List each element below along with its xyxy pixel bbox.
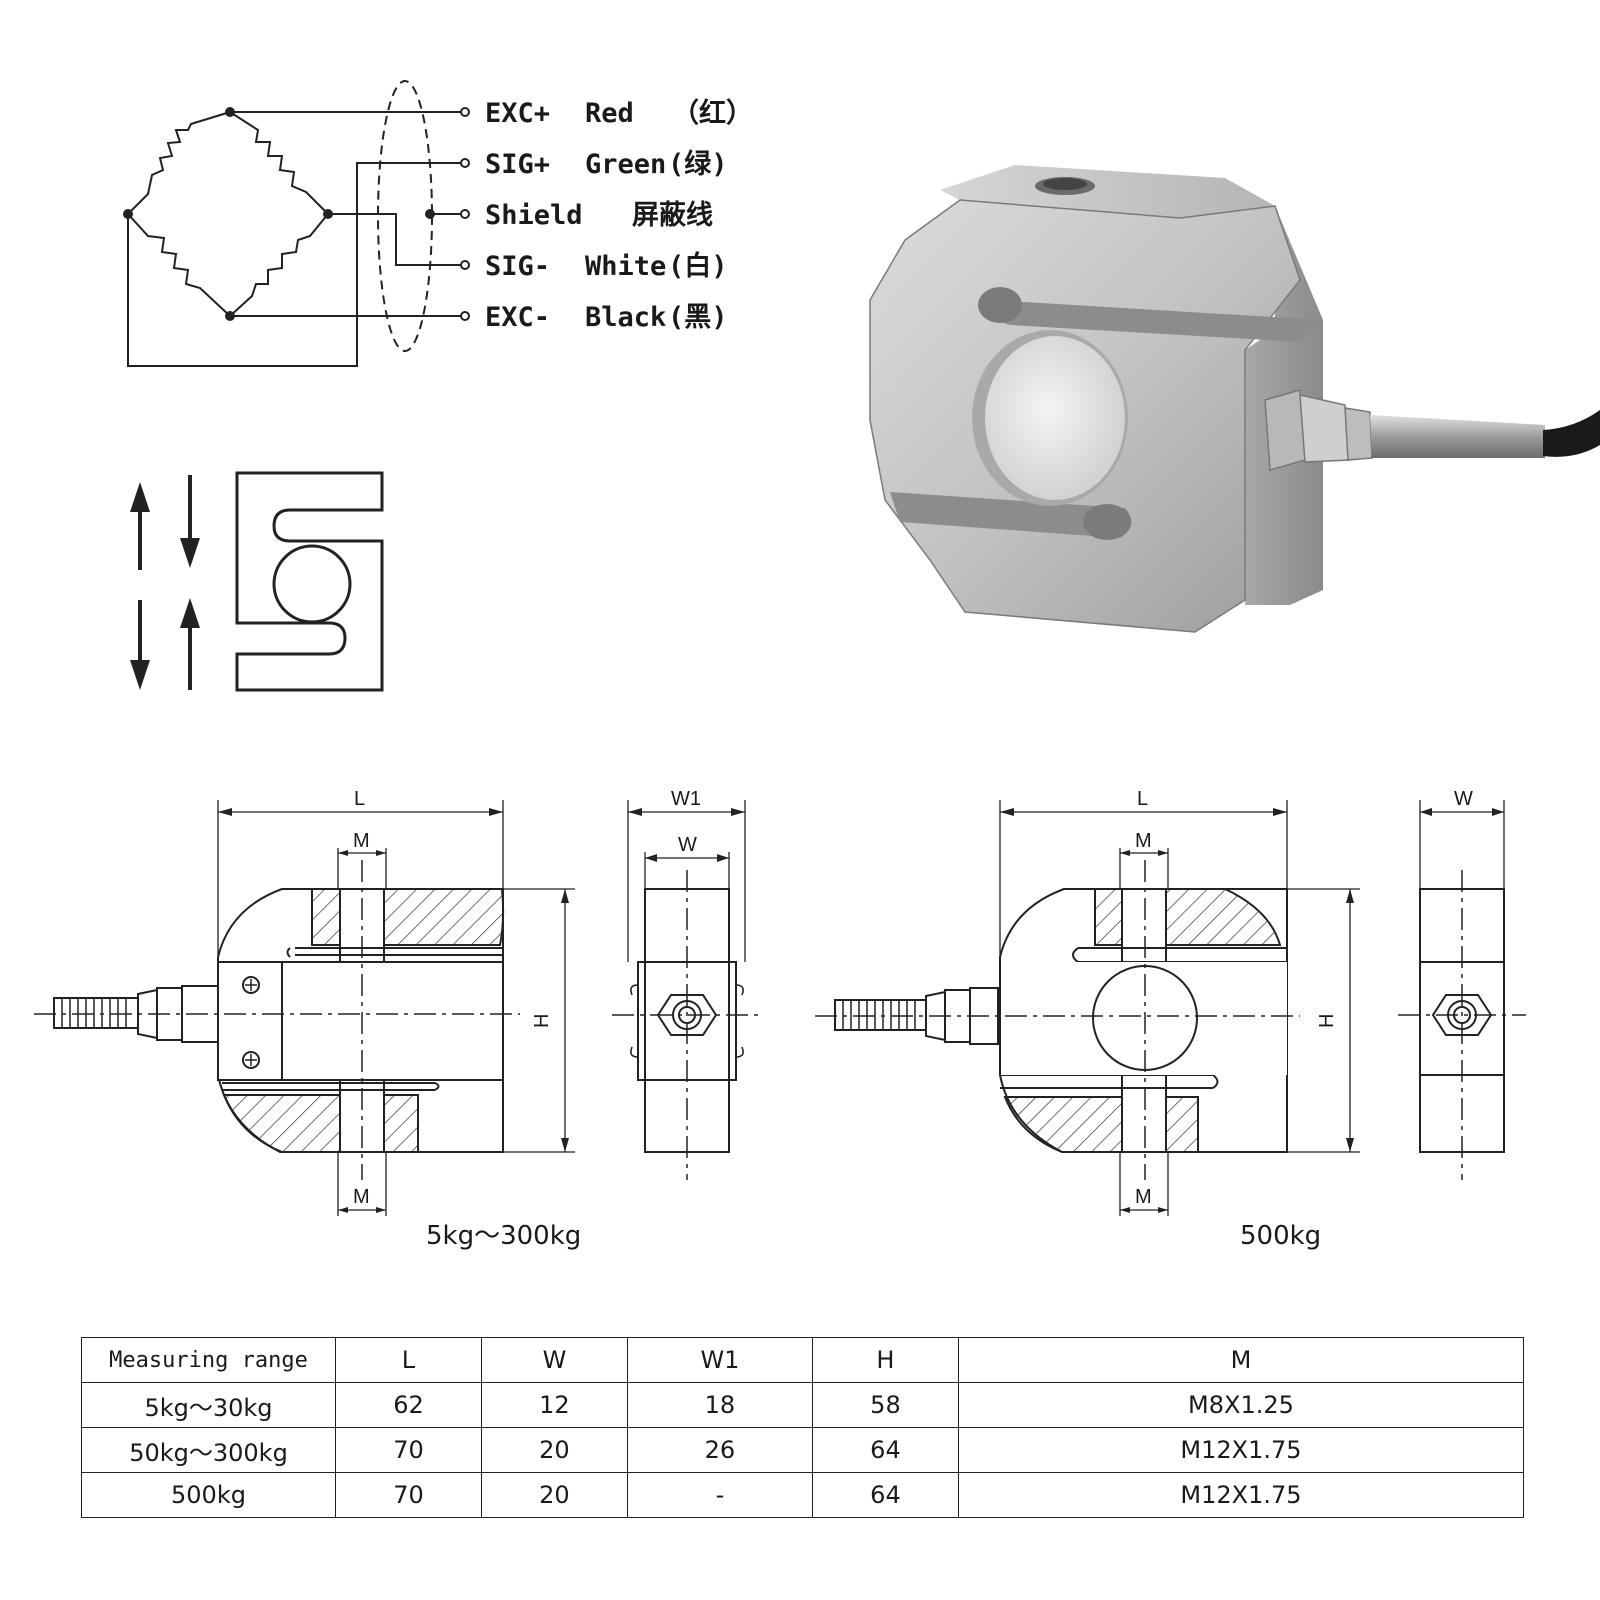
table-cell: M12X1.75 — [957, 1427, 1525, 1473]
table-cell: M8X1.25 — [957, 1382, 1525, 1428]
table-cell: 58 — [811, 1382, 959, 1428]
table-header-cell: H — [811, 1337, 959, 1383]
table-header-row: Measuring range L W W1 H M — [81, 1337, 1525, 1383]
resistor-top-left — [127, 111, 231, 215]
table-header-cell: W — [480, 1337, 628, 1383]
dim-left-M-top: M — [353, 830, 370, 852]
table-cell: 12 — [480, 1382, 628, 1428]
wiring-diagram — [123, 80, 470, 367]
resistor-top-right — [229, 111, 329, 215]
drawing-right-labels: L M M H W 500kg — [1135, 788, 1473, 1251]
table-cell: 62 — [335, 1382, 482, 1428]
wire-label-cn-1: (绿) — [668, 149, 728, 180]
resistor-bottom-left — [127, 213, 231, 317]
dim-left-M-bottom: M — [353, 1186, 370, 1208]
shield-ellipse — [377, 80, 433, 352]
wire-label-cn-4: (黑) — [668, 302, 728, 333]
dim-right-M-bottom: M — [1135, 1186, 1152, 1208]
table-cell: 20 — [480, 1472, 628, 1518]
spec-table: Measuring range L W W1 H M 5kg～30kg 62 1… — [81, 1337, 1525, 1518]
table-row: 500kg 70 20 - 64 M12X1.75 — [81, 1472, 1525, 1518]
wire-label-cn-2: 屏蔽线 — [632, 200, 713, 231]
wire-label-signal-0: EXC+ — [485, 98, 550, 129]
wire-label-color-4: Black — [585, 302, 666, 333]
drawing-500kg — [815, 800, 1526, 1216]
wire-label-color-1: Green — [585, 149, 666, 180]
caption-500kg: 500kg — [1240, 1221, 1321, 1251]
force-direction-icon — [130, 471, 384, 692]
dim-right-M-top: M — [1135, 830, 1152, 852]
table-header-cell: M — [957, 1337, 1525, 1383]
table-cell: 26 — [626, 1427, 813, 1473]
wire-label-signal-1: SIG+ — [485, 149, 550, 180]
table-cell: 18 — [626, 1382, 813, 1428]
wire-label-cn-0: （红） — [672, 97, 753, 129]
wire-label-signal-4: EXC- — [485, 302, 550, 333]
caption-5kg-300kg: 5kg～300kg — [426, 1221, 581, 1251]
dim-left-W1: W1 — [671, 788, 701, 810]
table-cell: - — [626, 1472, 813, 1518]
drawing-left-labels: L M M H W1 W 5kg～300kg — [353, 788, 701, 1251]
table-cell: 500kg — [81, 1472, 336, 1518]
table-cell: 64 — [811, 1472, 959, 1518]
wire-labels: EXC+ Red （红） SIG+ Green (绿) Shield 屏蔽线 S… — [485, 97, 753, 333]
resistor-bottom-right — [229, 213, 329, 317]
table-row: 5kg～30kg 62 12 18 58 M8X1.25 — [81, 1382, 1525, 1428]
table-cell: 50kg～300kg — [81, 1427, 336, 1473]
load-cell-photo — [869, 165, 1600, 633]
drawing-5kg-300kg — [34, 800, 760, 1216]
table-cell: 20 — [480, 1427, 628, 1473]
table-cell: 64 — [811, 1427, 959, 1473]
table-header-cell: L — [335, 1337, 482, 1383]
dim-left-W: W — [678, 834, 697, 856]
wire-label-color-0: Red — [585, 98, 634, 129]
wire-label-signal-3: SIG- — [485, 251, 550, 282]
wire-label-signal-2: Shield — [485, 200, 583, 231]
table-header-cell: W1 — [626, 1337, 813, 1383]
table-cell: M12X1.75 — [957, 1472, 1525, 1518]
table-cell: 5kg～30kg — [81, 1382, 336, 1428]
dim-right-W: W — [1454, 788, 1473, 810]
wire-label-cn-3: (白) — [668, 250, 728, 282]
dim-right-L: L — [1137, 788, 1148, 810]
dim-right-H: H — [1316, 1014, 1338, 1028]
wire-label-color-3: White — [585, 251, 666, 282]
dim-left-H: H — [531, 1014, 553, 1028]
table-row: 50kg～300kg 70 20 26 64 M12X1.75 — [81, 1427, 1525, 1473]
dim-left-L: L — [354, 788, 365, 810]
table-header-cell: Measuring range — [81, 1337, 336, 1383]
table-cell: 70 — [335, 1427, 482, 1473]
table-cell: 70 — [335, 1472, 482, 1518]
